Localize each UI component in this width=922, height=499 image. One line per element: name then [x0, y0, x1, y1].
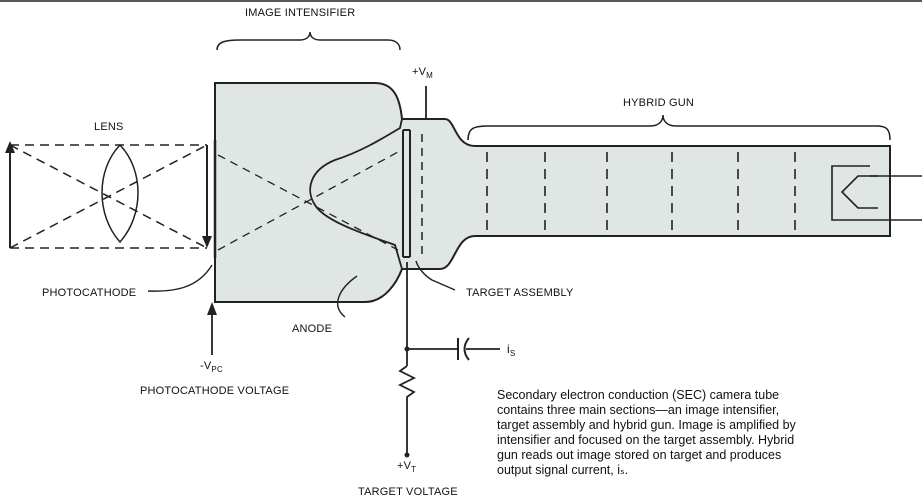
image-arrowhead: [202, 236, 212, 248]
photocathode-label: PHOTOCATHODE: [42, 287, 136, 299]
caption: Secondary electron conduction (SEC) came…: [497, 388, 797, 477]
caption-line-3: target assembly and hybrid gun. Image is…: [497, 418, 797, 432]
hybrid-gun-brace: [467, 114, 891, 141]
vm-label-main: +V: [412, 66, 427, 78]
target-assembly-label: TARGET ASSEMBLY: [466, 287, 574, 299]
vm-label-sub: M: [426, 71, 433, 80]
vpc-label-main: -V: [200, 360, 212, 372]
caption-line-4: intensifier and focused on the target as…: [497, 433, 794, 447]
anode-label: ANODE: [292, 323, 332, 335]
target-voltage-label: TARGET VOLTAGE: [358, 486, 458, 498]
vpc-label-sub: PC: [211, 365, 223, 374]
optical-rays: [9, 144, 208, 249]
anode-electrode: [309, 118, 403, 270]
anode-leader: [337, 275, 358, 318]
vpc-label: -VPC: [200, 360, 223, 374]
lens: [101, 143, 139, 244]
load-resistor: [397, 365, 417, 455]
vt-terminal: [404, 452, 410, 458]
vt-label-sub: T: [411, 465, 416, 474]
caption-line-6: output signal current, iₛ.: [497, 463, 628, 477]
is-label-sub: S: [510, 349, 516, 358]
caption-line-2: contains three main sections—an image in…: [497, 403, 779, 417]
caption-line-5: gun reads out image stored on target and…: [497, 448, 781, 462]
vt-label-main: +V: [397, 460, 412, 472]
tube-envelope: [214, 82, 891, 303]
photocathode-voltage-label: PHOTOCATHODE VOLTAGE: [140, 385, 289, 397]
hybrid-gun-label: HYBRID GUN: [623, 97, 694, 109]
is-label: iS: [507, 342, 515, 358]
object-arrowhead: [5, 141, 15, 153]
caption-line-1: Secondary electron conduction (SEC) came…: [497, 388, 779, 402]
target-assembly-leader: [415, 260, 456, 291]
image-intensifier-label: IMAGE INTENSIFIER: [245, 7, 355, 19]
lens-label: LENS: [94, 121, 124, 133]
hybrid-gun-electrodes: [486, 152, 796, 232]
photocathode-leader: [147, 264, 213, 292]
is-label-main: i: [507, 342, 510, 356]
capacitor-plate-b: [463, 337, 470, 361]
vt-label: +VT: [397, 460, 416, 474]
vm-label: +VM: [412, 66, 433, 80]
image-intensifier-brace: [216, 31, 401, 51]
vpc-arrowhead: [207, 302, 217, 315]
electron-paths: [217, 151, 399, 251]
